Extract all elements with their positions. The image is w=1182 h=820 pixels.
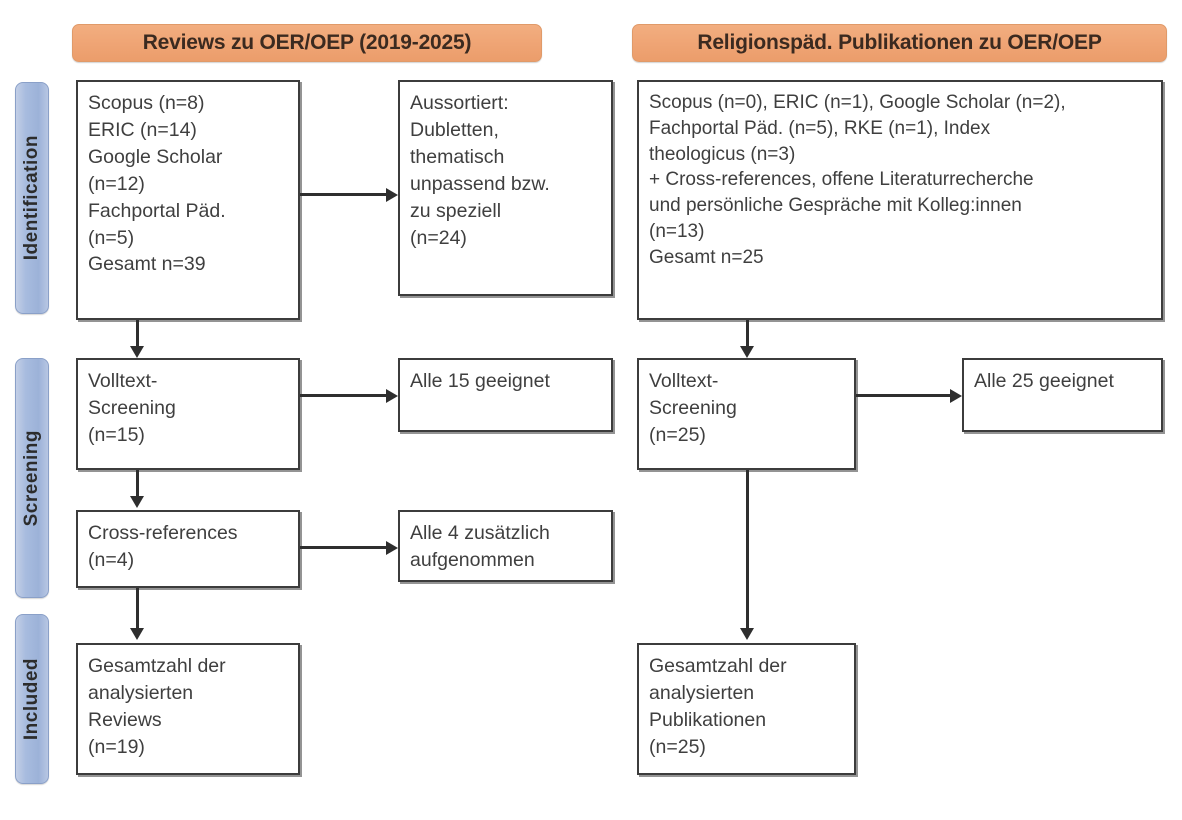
phase-label-screening: Screening <box>15 358 49 598</box>
box-left-included: Gesamtzahl der analysierten Reviews (n=1… <box>76 643 300 775</box>
arrowhead-left-crossrefs-to-included <box>130 628 145 640</box>
box-left-excluded: Aussortiert: Dubletten, thematisch unpas… <box>398 80 613 296</box>
box-left-screening: Volltext- Screening (n=15) <box>76 358 300 470</box>
header-left-column: Reviews zu OER/OEP (2019-2025) <box>72 24 542 62</box>
box-right-identification: Scopus (n=0), ERIC (n=1), Google Scholar… <box>637 80 1163 320</box>
box-left-identification: Scopus (n=8) ERIC (n=14) Google Scholar … <box>76 80 300 320</box>
connector-right-screening-to-result <box>856 394 950 397</box>
phase-label-identification-text: Identification <box>21 135 42 261</box>
connector-left-screening-to-crossrefs <box>136 470 139 496</box>
connector-left-identification-to-screening <box>136 320 139 346</box>
box-right-included: Gesamtzahl der analysierten Publikatione… <box>637 643 856 775</box>
arrowhead-left-crossrefs-to-result <box>386 540 398 555</box>
box-left-crossrefs-result: Alle 4 zusätzlich aufgenommen <box>398 510 613 582</box>
phase-label-included-text: Included <box>21 657 42 741</box>
connector-right-screening-to-included <box>746 470 749 628</box>
connector-right-identification-to-screening <box>746 320 749 346</box>
phase-label-screening-text: Screening <box>21 429 42 527</box>
header-right-column: Religionspäd. Publikationen zu OER/OEP <box>632 24 1167 62</box>
box-left-crossrefs: Cross-references (n=4) <box>76 510 300 588</box>
arrowhead-right-screening-to-result <box>950 388 962 403</box>
connector-left-screening-to-result <box>300 394 386 397</box>
box-right-screening: Volltext- Screening (n=25) <box>637 358 856 470</box>
arrowhead-left-identification-to-excluded <box>386 187 398 202</box>
arrowhead-left-screening-to-crossrefs <box>130 496 145 508</box>
arrowhead-left-screening-to-result <box>386 388 398 403</box>
box-right-screening-result: Alle 25 geeignet <box>962 358 1163 432</box>
connector-left-crossrefs-to-result <box>300 546 386 549</box>
connector-left-identification-to-excluded <box>300 193 386 196</box>
box-left-screening-result: Alle 15 geeignet <box>398 358 613 432</box>
phase-label-included: Included <box>15 614 49 784</box>
header-right-label: Religionspäd. Publikationen zu OER/OEP <box>697 31 1102 54</box>
header-left-label: Reviews zu OER/OEP (2019-2025) <box>142 31 472 54</box>
arrowhead-left-identification-to-screening <box>130 346 145 358</box>
connector-left-crossrefs-to-included <box>136 588 139 628</box>
phase-label-identification: Identification <box>15 82 49 314</box>
arrowhead-right-identification-to-screening <box>740 346 755 358</box>
arrowhead-right-screening-to-included <box>740 628 755 640</box>
